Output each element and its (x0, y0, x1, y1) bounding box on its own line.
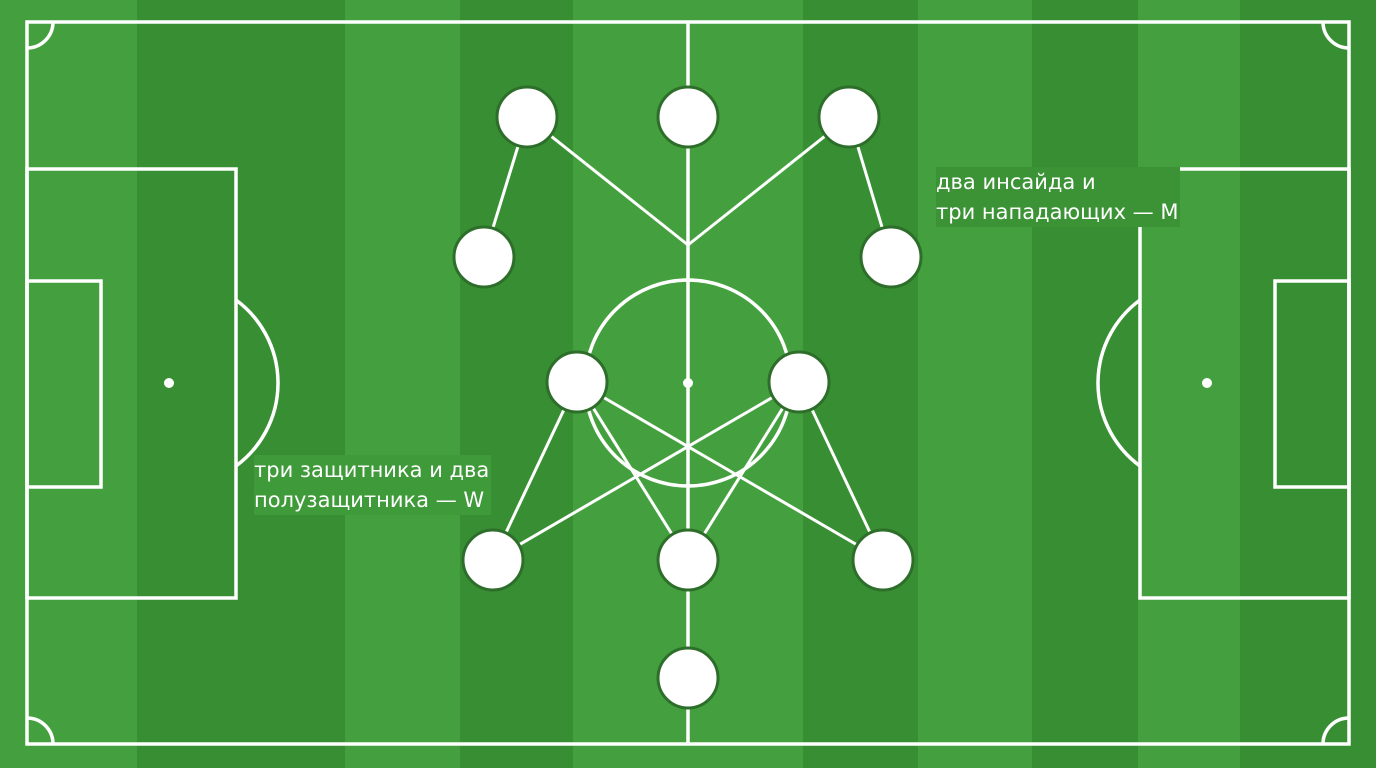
right-penalty-arc (1096, 298, 1142, 468)
player-left-inside (452, 225, 516, 289)
link-left-forward-apex (526, 115, 689, 247)
link-right-half-center-back (686, 381, 801, 561)
w-formation-caption-line1: три защитника и два (254, 458, 490, 482)
link-right-half-left-back (492, 380, 800, 562)
left-penalty-spot (164, 378, 174, 388)
players (452, 85, 923, 710)
player-right-inside (859, 225, 923, 289)
pitch-spots (164, 378, 1212, 388)
grass-stripe (345, 0, 460, 768)
link-left-half-left-back (491, 381, 579, 561)
player-right-half (767, 350, 831, 414)
grass-stripe (1240, 0, 1376, 768)
corner-arc-top-left (26, 21, 55, 50)
left-goal-area (25, 279, 103, 489)
m-formation-caption: два инсайда и три нападающих — М (936, 167, 1181, 227)
corner-arc-bottom-left (26, 716, 55, 745)
m-formation-caption-line2: три нападающих — М (936, 200, 1179, 224)
link-right-forward-apex (687, 115, 850, 247)
player-goalkeeper (656, 646, 720, 710)
player-left-forward (495, 85, 559, 149)
w-formation-caption-line2: полузащитника — W (254, 488, 485, 512)
grass-stripe (0, 0, 137, 768)
w-formation-caption: три защитника и два полузащитника — W (254, 455, 492, 515)
player-left-back (461, 528, 525, 592)
link-right-half-right-back (797, 381, 885, 561)
corner-arc-top-right (1321, 21, 1350, 50)
left-penalty-arc (234, 298, 280, 468)
right-goal-area (1273, 279, 1351, 489)
link-left-half-right-back (576, 380, 884, 562)
right-penalty-spot (1202, 378, 1212, 388)
player-center-forward (656, 85, 720, 149)
player-center-back (656, 528, 720, 592)
link-left-half-center-back (575, 381, 690, 561)
player-right-forward (817, 85, 881, 149)
player-left-half (545, 350, 609, 414)
grass-stripe (1032, 0, 1138, 768)
grass-stripe (918, 0, 1032, 768)
m-formation-caption-line1: два инсайда и (936, 170, 1096, 194)
corner-arc-bottom-right (1321, 716, 1350, 745)
player-right-back (851, 528, 915, 592)
center-spot (683, 378, 693, 388)
grass-stripe (1138, 0, 1240, 768)
formation-connections (482, 115, 893, 562)
